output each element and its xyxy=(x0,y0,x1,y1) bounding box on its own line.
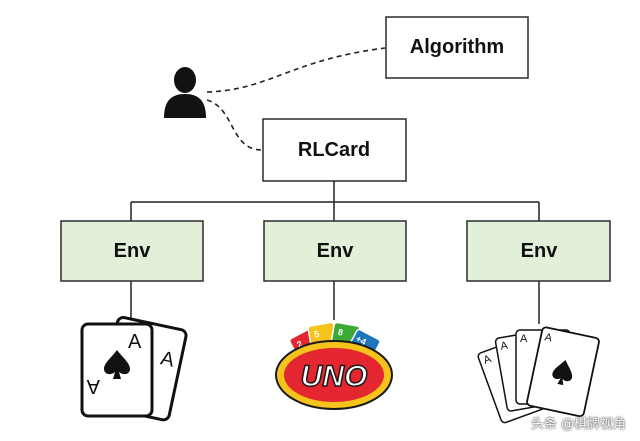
env-box-right[interactable]: Env xyxy=(466,220,611,282)
dashed-link-user-algorithm xyxy=(206,47,386,93)
ace-of-spades-cards: A A A xyxy=(80,316,188,422)
env-box-middle[interactable]: Env xyxy=(263,220,407,282)
uno-text: UNO xyxy=(301,360,368,393)
tree-connectors xyxy=(130,181,540,324)
algorithm-box[interactable]: Algorithm xyxy=(385,16,529,79)
svg-text:A: A xyxy=(482,353,494,367)
ace-fan-cards: A A A A xyxy=(477,326,600,424)
svg-text:2: 2 xyxy=(295,339,304,350)
rlcard-box[interactable]: RLCard xyxy=(262,118,407,182)
env-label-right: Env xyxy=(521,240,559,262)
algorithm-label: Algorithm xyxy=(410,36,504,58)
uno-logo: 2 5 8 +4 UNO xyxy=(275,321,393,410)
back-card-rank: A xyxy=(159,347,177,371)
env-label-left: Env xyxy=(114,240,152,262)
front-card-rank: A xyxy=(128,331,142,353)
svg-text:A: A xyxy=(544,331,554,344)
svg-text:8: 8 xyxy=(337,327,344,338)
svg-text:A: A xyxy=(499,340,509,353)
spade-icon xyxy=(552,360,573,386)
front-card-rank-inverted: A xyxy=(86,375,100,397)
env-box-left[interactable]: Env xyxy=(60,220,204,282)
user-icon xyxy=(164,67,206,118)
rlcard-label: RLCard xyxy=(298,139,370,161)
watermark-text: 头条 @棋牌视角 xyxy=(530,417,626,432)
spade-icon xyxy=(104,350,130,379)
dashed-link-user-rlcard xyxy=(206,99,263,151)
svg-text:5: 5 xyxy=(313,329,320,340)
svg-text:A: A xyxy=(520,333,528,345)
env-label-middle: Env xyxy=(317,240,355,262)
